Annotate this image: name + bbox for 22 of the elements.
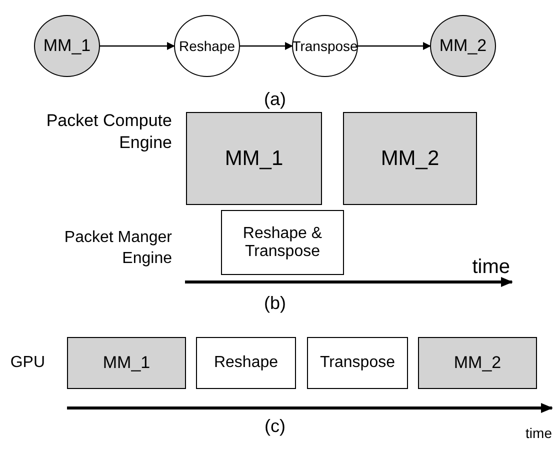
operation-circle: MM_1: [34, 15, 100, 77]
operation-circle: Reshape: [174, 15, 240, 77]
operation-circle: MM_2: [430, 15, 496, 77]
panel-label: (a): [263, 88, 287, 111]
arrow: [358, 42, 431, 50]
task-block: MM_2: [343, 112, 477, 205]
axis-label: time: [524, 424, 552, 442]
arrow: [100, 42, 175, 50]
task-block: Reshape & Transpose: [221, 210, 344, 275]
task-block: Transpose: [307, 337, 408, 389]
row-label: GPU: [9, 353, 45, 373]
task-block: Reshape: [196, 337, 296, 389]
panel-label: (b): [263, 292, 287, 315]
operation-circle: Transpose: [292, 15, 358, 77]
row-label: Packet Manger Engine: [63, 228, 172, 269]
task-block: MM_1: [67, 337, 186, 389]
task-block: MM_2: [418, 337, 537, 389]
axis-label: time: [471, 255, 510, 280]
task-block: MM_1: [186, 112, 322, 205]
arrow: [240, 42, 293, 50]
row-label: Packet Compute Engine: [45, 110, 172, 154]
panel-label: (c): [264, 415, 286, 438]
